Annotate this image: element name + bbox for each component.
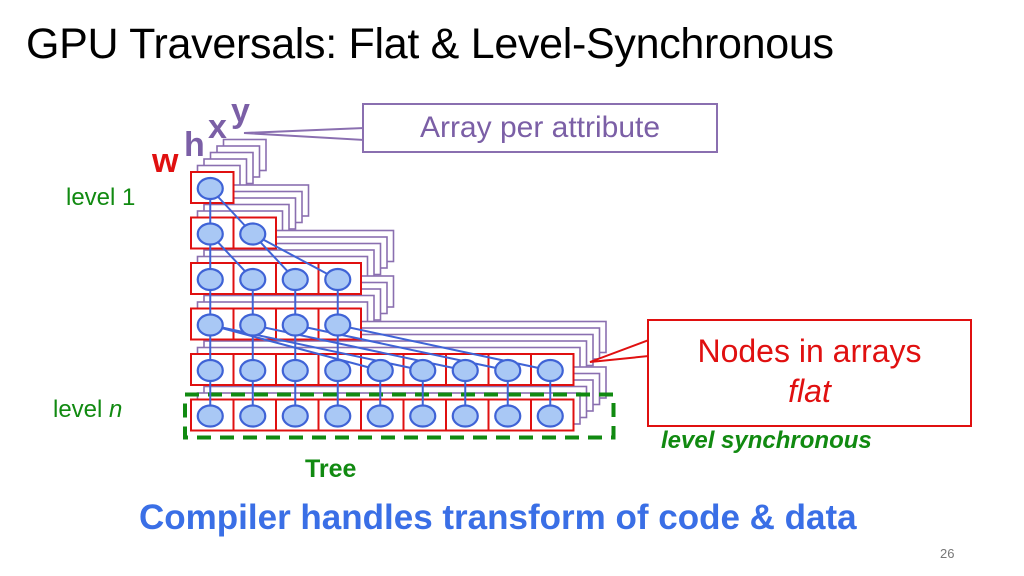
tree-node	[324, 267, 352, 292]
tree-node	[239, 358, 267, 383]
page-number: 26	[940, 546, 955, 561]
slide-title: GPU Traversals: Flat & Level-Synchronous	[26, 20, 834, 68]
tree-node	[281, 358, 309, 383]
nodes-callout-line2: flat	[788, 373, 831, 409]
tree-node	[494, 358, 522, 383]
tree-node	[494, 404, 522, 428]
tree-edge	[209, 324, 381, 372]
nodes-callout-line1: Nodes in arrays	[697, 333, 922, 369]
attribute-h-label: h	[184, 126, 205, 164]
tree-node	[196, 404, 224, 428]
tree-edge	[252, 233, 339, 281]
tree-node	[366, 358, 394, 383]
tree-node	[451, 358, 479, 383]
tree-node	[239, 267, 267, 292]
tree-node	[196, 176, 224, 201]
tree-node	[196, 222, 224, 246]
tree-label: Tree	[305, 455, 357, 483]
level-synchronous-label: level synchronous	[661, 427, 872, 454]
level-n-variable: n	[109, 396, 123, 423]
compiler-note: Compiler handles transform of code & dat…	[139, 498, 857, 537]
attribute-x-label: x	[208, 108, 227, 146]
tree-node	[409, 404, 437, 428]
tree-node	[196, 313, 224, 337]
tree-node	[196, 267, 224, 292]
tree-node	[409, 358, 437, 383]
tree-node	[536, 404, 564, 428]
tree-node	[324, 404, 352, 428]
tree-node	[536, 358, 564, 383]
tree-node	[239, 404, 267, 428]
tree-node	[196, 358, 224, 383]
nodes-in-arrays-callout: Nodes in arrays flat	[647, 319, 972, 427]
level-sync-dashed-rect	[183, 392, 616, 440]
tree-node	[281, 313, 309, 337]
level-n-prefix: level	[53, 396, 110, 423]
tree-node	[281, 267, 309, 292]
tree-node	[324, 313, 352, 337]
attribute-y-label: y	[231, 92, 250, 130]
tree-node	[281, 404, 309, 428]
tree-node	[239, 313, 267, 337]
tree-node	[324, 358, 352, 383]
attribute-w-label: w	[151, 142, 179, 180]
tree-node	[366, 404, 394, 428]
array-callout-pointer	[243, 126, 365, 142]
tree-node	[239, 222, 267, 246]
level-1-label: level 1	[66, 184, 136, 211]
array-per-attribute-callout: Array per attribute	[362, 103, 718, 153]
tree-nodes	[196, 176, 564, 428]
tree-node	[451, 404, 479, 428]
level-sync-dashed-box	[183, 392, 616, 440]
level-n-label: level n	[53, 396, 122, 424]
